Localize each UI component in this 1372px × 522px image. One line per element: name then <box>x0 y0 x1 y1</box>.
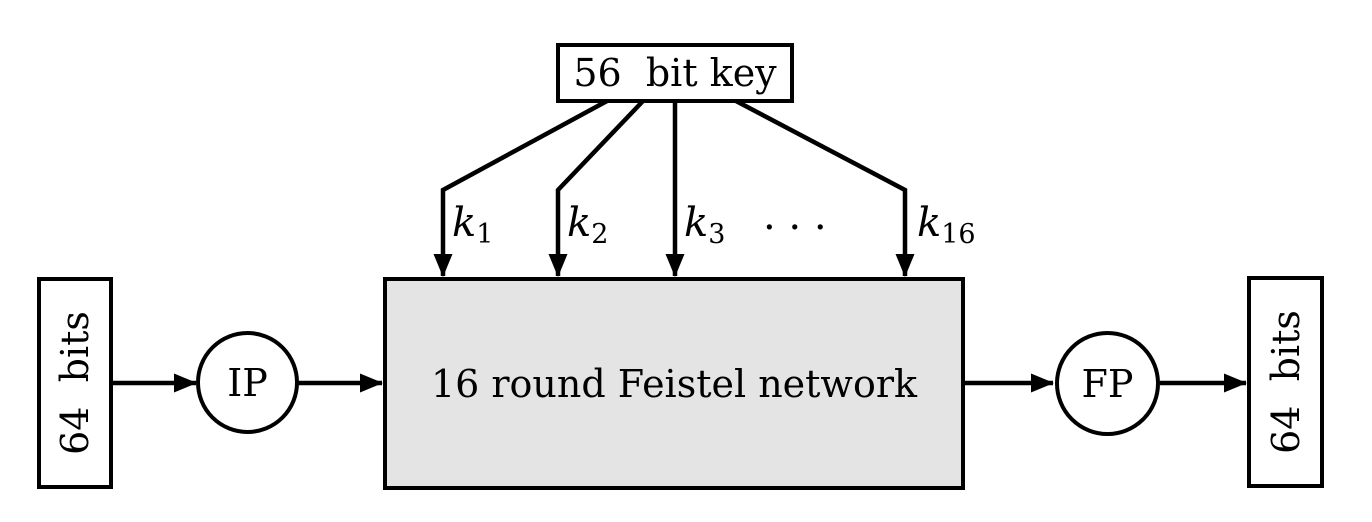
round-key-k16-base: k <box>917 200 942 246</box>
arrow-key-k2 <box>548 99 645 277</box>
ip-label: IP <box>227 360 268 405</box>
round-key-k1-sub: 1 <box>476 219 494 250</box>
fp-label: FP <box>1081 361 1134 406</box>
round-key-k3-base: k <box>684 200 709 246</box>
fp-circle: FP <box>1055 331 1160 436</box>
key-box-label: 56 bit key <box>573 51 777 95</box>
input-bits-label: 64 bits <box>53 311 98 455</box>
round-key-label-k3: k3 <box>684 203 725 255</box>
feistel-network-box: 16 round Feistel network <box>383 277 965 490</box>
input-bits-box: 64 bits <box>37 277 113 489</box>
output-bits-label: 64 bits <box>1263 310 1308 454</box>
output-bits-box: 64 bits <box>1247 276 1324 488</box>
round-key-k2-base: k <box>567 200 592 246</box>
round-key-label-k1: k1 <box>452 203 493 255</box>
round-key-ellipsis: . . . <box>763 193 827 239</box>
key-box: 56 bit key <box>556 43 794 103</box>
round-key-k16-sub: 16 <box>941 219 976 250</box>
round-key-k3-sub: 3 <box>708 219 726 250</box>
arrow-key-k16 <box>734 99 915 277</box>
ip-circle: IP <box>196 331 299 434</box>
arrow-key-k1 <box>433 99 609 277</box>
round-key-label-k16: k16 <box>917 203 976 255</box>
round-key-k1-base: k <box>452 200 477 246</box>
feistel-network-label: 16 round Feistel network <box>430 361 918 406</box>
round-key-label-k2: k2 <box>567 203 608 255</box>
round-key-k2-sub: 2 <box>591 219 609 250</box>
